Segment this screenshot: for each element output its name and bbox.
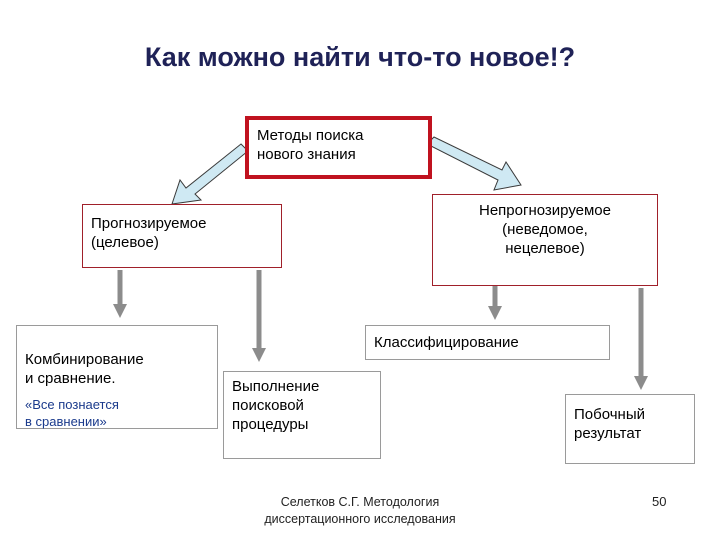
search-procedure-box: Выполнение поисковой процедуры: [223, 371, 381, 459]
side-result-box: Побочный результат: [565, 394, 695, 464]
page-number: 50: [652, 494, 667, 509]
arrow-left-to-combining: [113, 270, 127, 318]
combining-label: Комбинирование и сравнение.: [25, 351, 144, 387]
right-branch-unpredictable: Непрогнозируемое (неведомое, нецелевое): [432, 194, 658, 286]
arrow-root-to-right: [426, 136, 522, 191]
arrow-right-to-classification: [488, 284, 502, 320]
arrow-root-to-left: [171, 143, 249, 205]
combining-box: Комбинирование и сравнение. «Все познает…: [16, 325, 218, 429]
slide-title: Как можно найти что-то новое!?: [144, 42, 576, 72]
arrow-right-to-side-result: [634, 288, 648, 390]
footer-citation: Селетков С.Г. Методология диссертационно…: [264, 495, 456, 526]
classification-box: Классифицирование: [365, 325, 610, 360]
left-branch-predictable: Прогнозируемое (целевое): [82, 204, 282, 268]
arrow-left-to-search: [252, 270, 266, 362]
root-box-search-methods: Методы поиска нового знания: [245, 116, 432, 179]
combining-quote: «Все познается в сравнении»: [25, 397, 119, 429]
